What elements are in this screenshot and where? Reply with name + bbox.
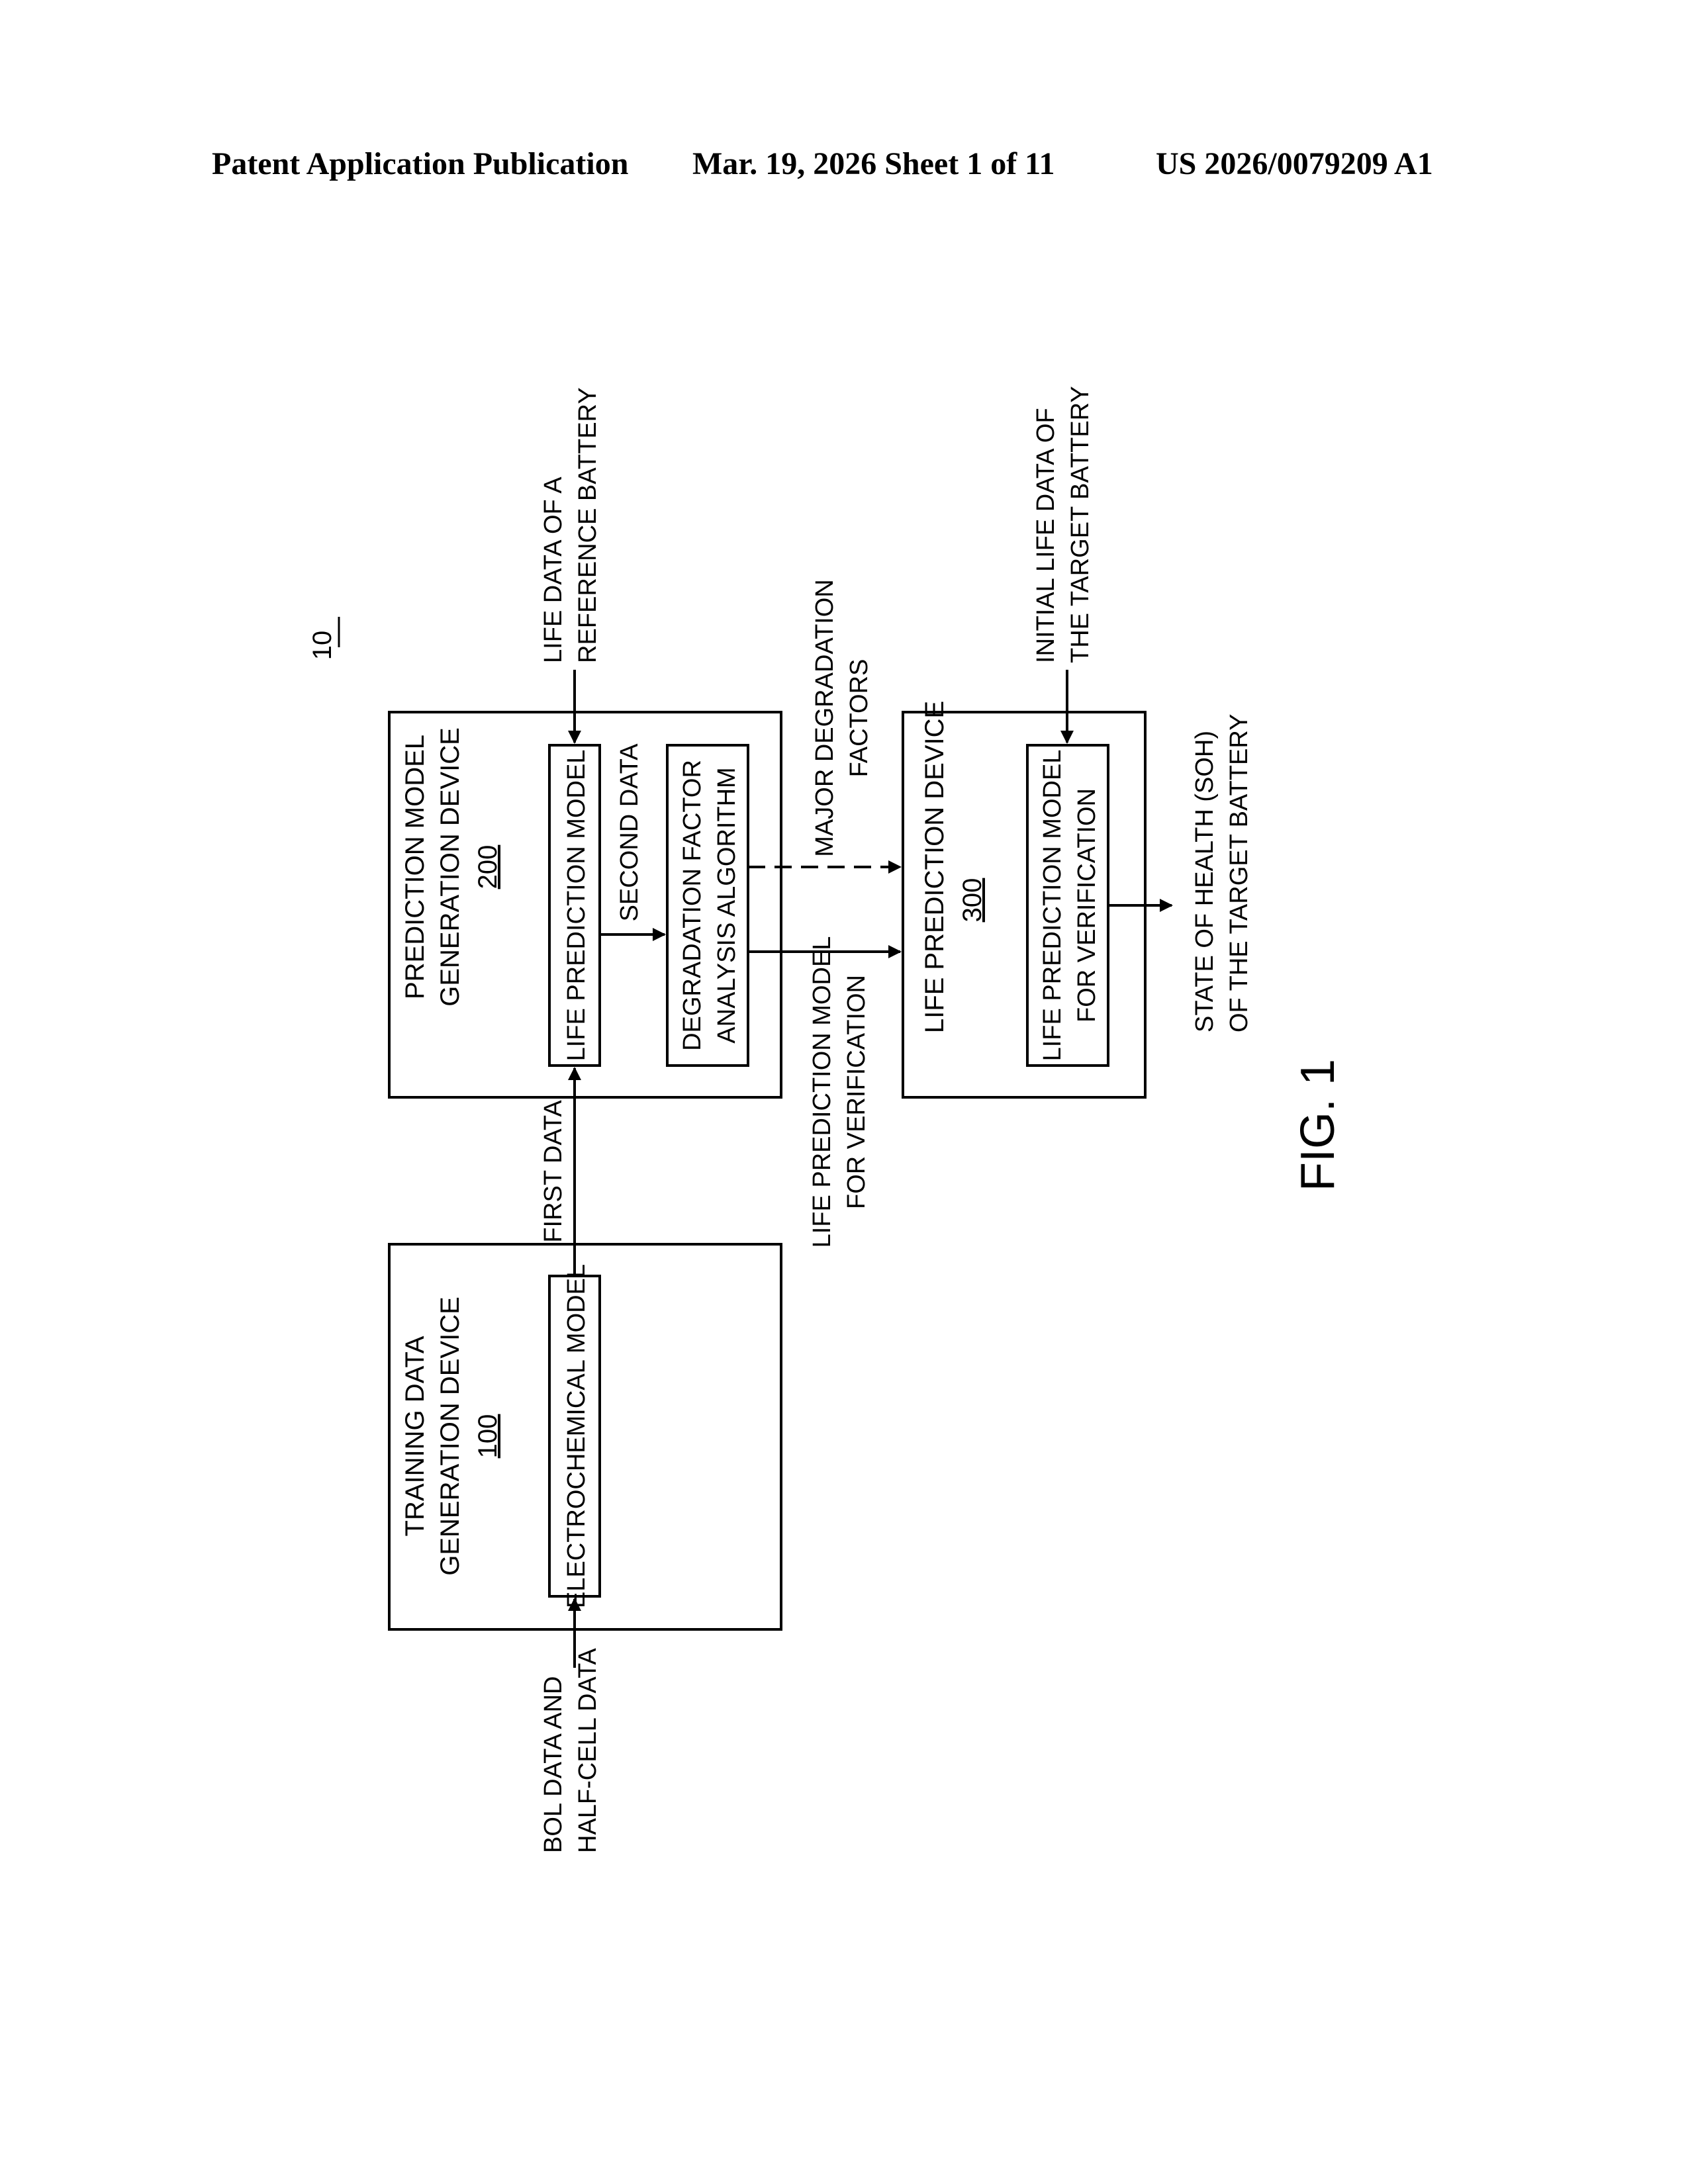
prediction-device-title-2: GENERATION DEVICE bbox=[436, 727, 465, 1007]
first-data-label: FIRST DATA bbox=[539, 1100, 567, 1243]
system-ref-label: 10 bbox=[308, 617, 339, 660]
major-factors-label-1: MAJOR DEGRADATION bbox=[811, 579, 839, 856]
major-factors-label-2: FACTORS bbox=[845, 659, 873, 778]
reference-label-1: LIFE DATA OF A bbox=[539, 477, 567, 663]
life-device-ref: 300 bbox=[958, 878, 987, 923]
initial-data-label-1: INITIAL LIFE DATA OF bbox=[1032, 408, 1060, 663]
prediction-device-title-1: PREDICTION MODEL bbox=[400, 735, 430, 999]
electrochemical-model-label: ELECTROCHEMICAL MODEL bbox=[563, 1264, 590, 1608]
svg-text:10: 10 bbox=[308, 631, 337, 660]
figure-label: FIG. 1 bbox=[1291, 1059, 1344, 1191]
bol-label-2: HALF-CELL DATA bbox=[574, 1648, 602, 1853]
life-device-title: LIFE PREDICTION DEVICE bbox=[920, 701, 949, 1033]
initial-data-label-2: THE TARGET BATTERY bbox=[1066, 386, 1094, 663]
soh-label-2: OF THE TARGET BATTERY bbox=[1225, 714, 1253, 1032]
bol-label-1: BOL DATA AND bbox=[539, 1676, 567, 1853]
verification-label-1: LIFE PREDICTION MODEL bbox=[808, 936, 836, 1248]
verification-model-label-1: LIFE PREDICTION MODEL bbox=[1039, 750, 1066, 1062]
prediction-device-ref: 200 bbox=[473, 845, 502, 889]
reference-label-2: REFERENCE BATTERY bbox=[574, 387, 602, 663]
degradation-algorithm-label-2: ANALYSIS ALGORITHM bbox=[713, 767, 741, 1043]
degradation-algorithm-label-1: DEGRADATION FACTOR bbox=[679, 760, 706, 1051]
training-device-title-1: TRAINING DATA bbox=[400, 1336, 430, 1536]
training-device-title-2: GENERATION DEVICE bbox=[436, 1297, 465, 1576]
verification-label-2: FOR VERIFICATION bbox=[843, 975, 870, 1209]
second-data-label: SECOND DATA bbox=[616, 743, 643, 921]
life-prediction-model-label: LIFE PREDICTION MODEL bbox=[563, 750, 590, 1062]
soh-label-1: STATE OF HEALTH (SOH) bbox=[1191, 731, 1219, 1032]
training-device-ref: 100 bbox=[473, 1414, 502, 1459]
verification-model-label-2: FOR VERIFICATION bbox=[1073, 788, 1101, 1023]
